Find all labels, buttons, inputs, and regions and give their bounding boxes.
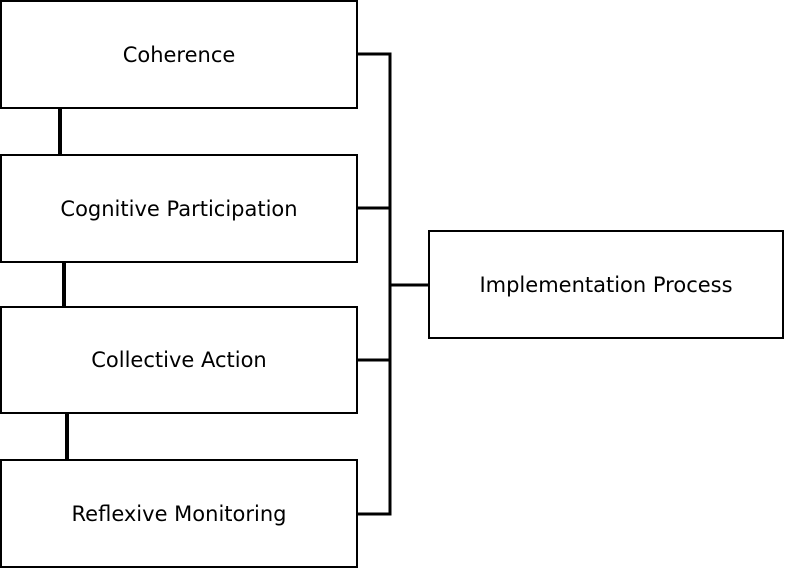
- box-reflexive-monitoring: Reflexive Monitoring: [0, 459, 358, 568]
- box-coherence: Coherence: [0, 0, 358, 109]
- bracket-connector: [357, 52, 429, 516]
- bracket-line: [357, 52, 392, 516]
- box-collective-action-label: Collective Action: [91, 348, 267, 372]
- box-implementation-process-label: Implementation Process: [479, 273, 732, 297]
- box-reflexive-monitoring-label: Reflexive Monitoring: [72, 502, 287, 526]
- box-cognitive-participation-label: Cognitive Participation: [60, 197, 297, 221]
- box-implementation-process: Implementation Process: [428, 230, 784, 339]
- box-cognitive-participation: Cognitive Participation: [0, 154, 358, 263]
- box-coherence-label: Coherence: [123, 43, 236, 67]
- box-collective-action: Collective Action: [0, 306, 358, 414]
